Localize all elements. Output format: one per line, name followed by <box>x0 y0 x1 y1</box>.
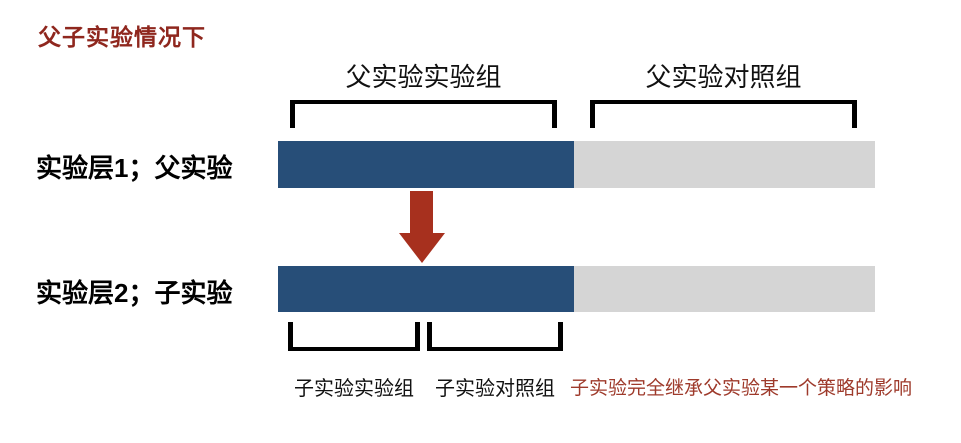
parent-experimental-group-label: 父实验实验组 <box>345 62 502 92</box>
down-arrow-icon <box>410 191 433 234</box>
child-inherited-experimental-segment <box>278 266 574 312</box>
child-experimental-group-label: 子实验实验组 <box>294 378 414 400</box>
child-experimental-bracket <box>288 322 420 351</box>
parent-experimental-bracket <box>290 100 557 128</box>
parent-control-group-label: 父实验对照组 <box>645 62 802 92</box>
child-experiment-bar <box>278 266 875 312</box>
child-inherited-control-segment <box>574 266 875 312</box>
child-control-bracket <box>427 322 563 351</box>
page-title: 父子实验情况下 <box>38 24 206 50</box>
child-control-group-label: 子实验对照组 <box>435 378 555 400</box>
parent-control-segment <box>574 141 875 188</box>
inheritance-note: 子实验完全继承父实验某一个策略的影响 <box>570 378 913 399</box>
parent-control-bracket <box>590 100 857 128</box>
parent-experiment-bar <box>278 141 875 188</box>
down-arrow-icon <box>399 233 445 263</box>
experiment-layer2-label: 实验层2；子实验 <box>36 278 233 308</box>
experiment-layer1-label: 实验层1；父实验 <box>36 153 233 183</box>
parent-experimental-segment <box>278 141 574 188</box>
